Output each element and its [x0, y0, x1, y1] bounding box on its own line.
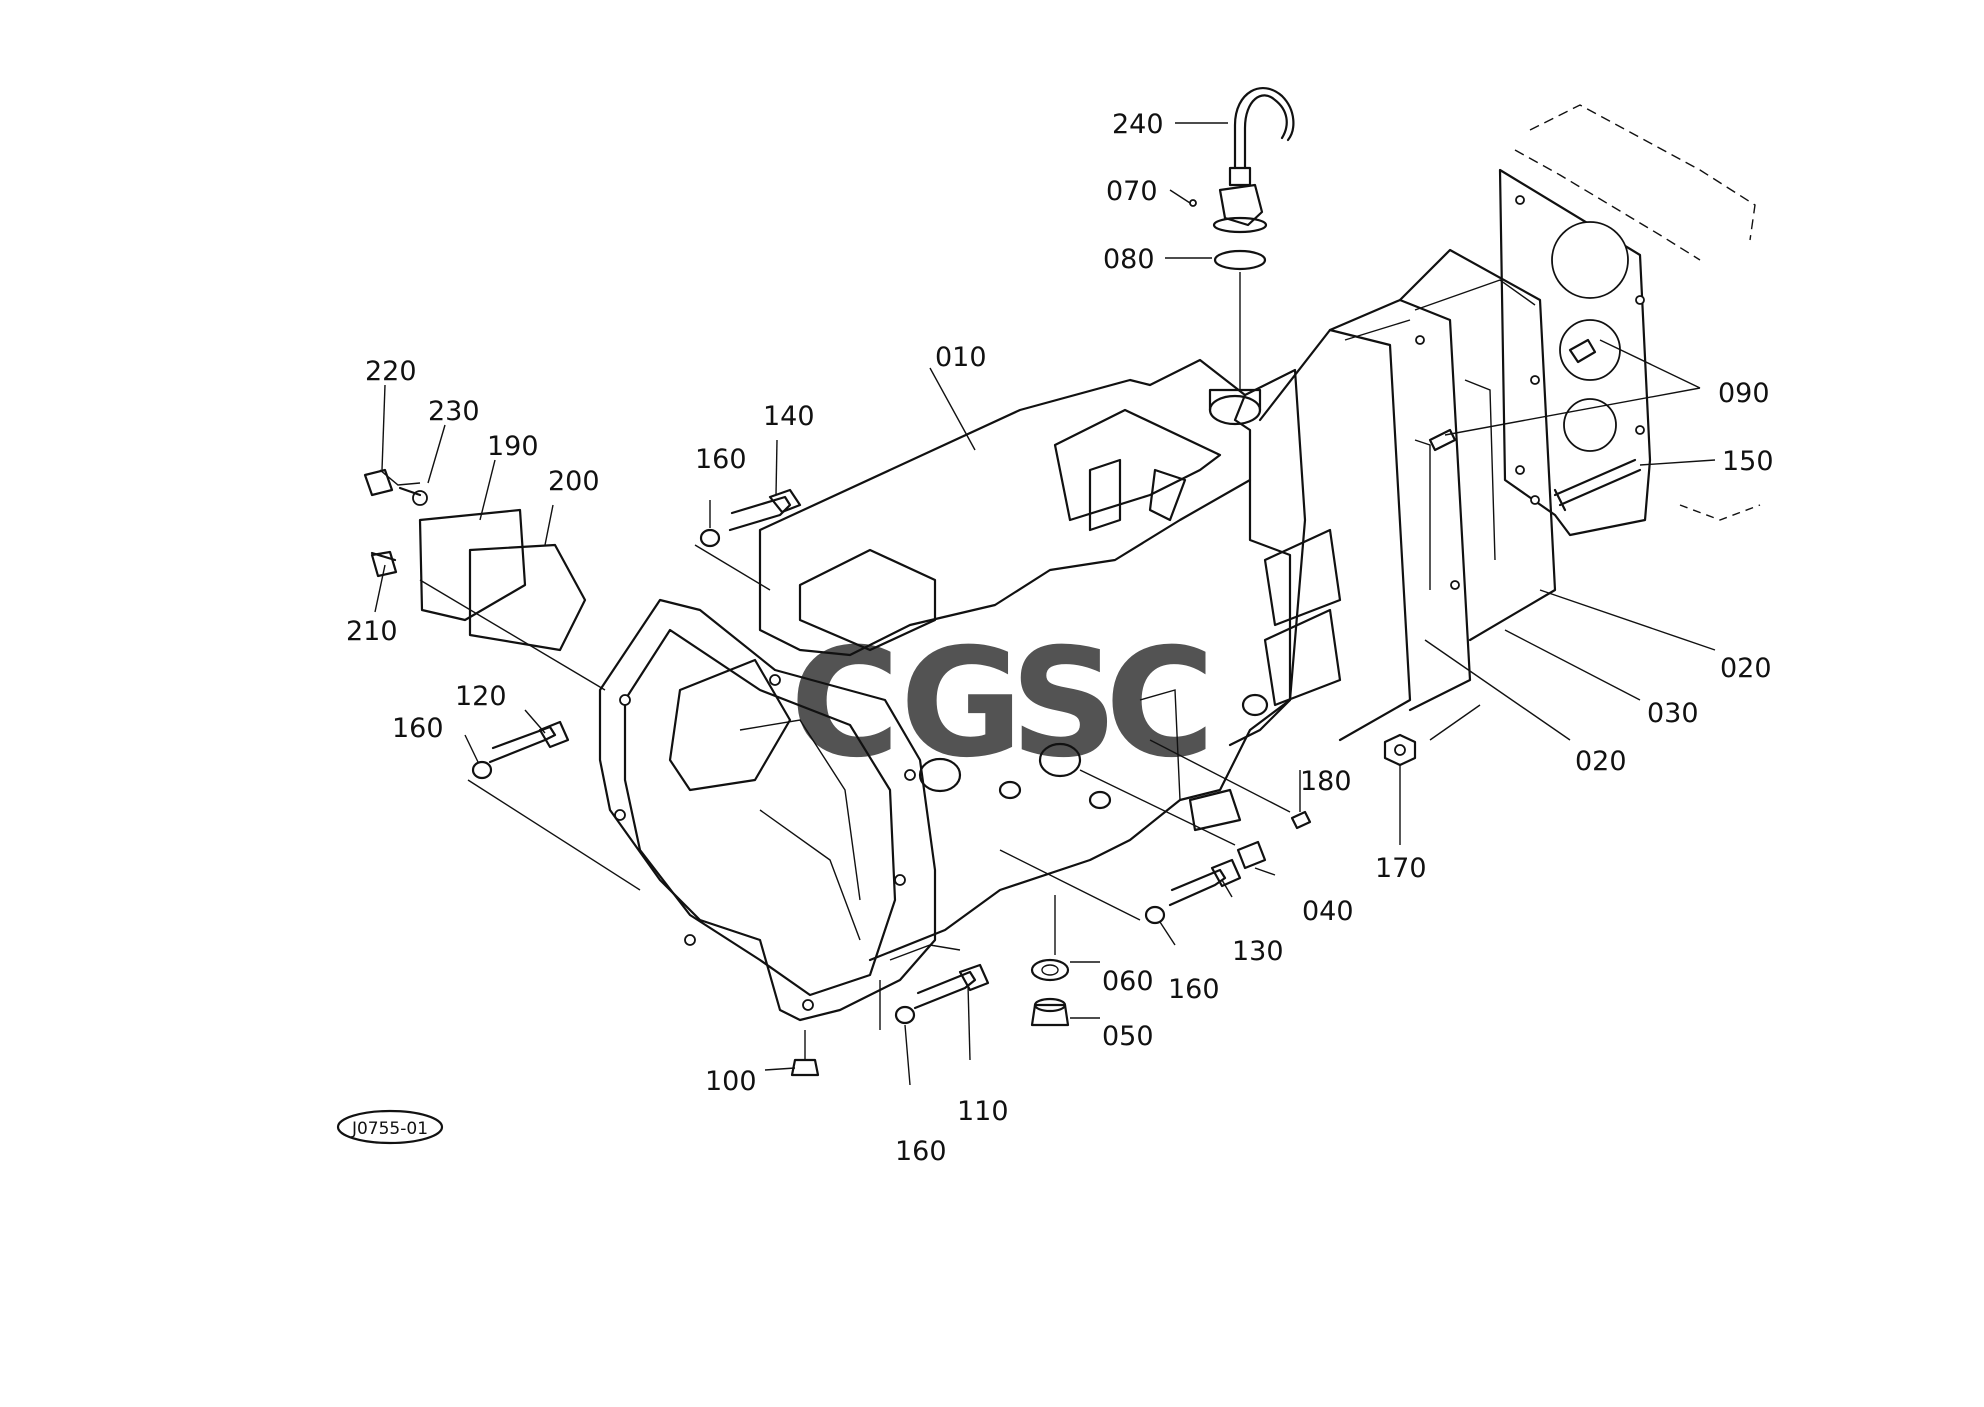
- drawing-code-badge: J0755-01: [336, 1109, 444, 1145]
- part-label-080: 080: [1103, 244, 1155, 275]
- part-label-110: 110: [957, 1096, 1009, 1127]
- watermark-letter-2: G: [900, 617, 1023, 791]
- watermark: C G S C: [790, 617, 1215, 791]
- part-label-070: 070: [1106, 176, 1158, 207]
- part-label-130: 130: [1232, 936, 1284, 967]
- part-label-200: 200: [548, 466, 600, 497]
- part-label-160-a: 160: [695, 444, 747, 475]
- fasteners: [370, 338, 1642, 1077]
- inspection-covers: [363, 468, 606, 691]
- part-label-010: 010: [935, 342, 987, 373]
- leader-lines: [374, 122, 1716, 1086]
- part-label-220: 220: [365, 356, 417, 387]
- part-label-090: 090: [1718, 378, 1770, 409]
- oil-filler-assembly: [1189, 86, 1295, 390]
- part-label-240: 240: [1112, 109, 1164, 140]
- part-label-040: 040: [1302, 896, 1354, 927]
- part-label-230: 230: [428, 396, 480, 427]
- drawing-code: J0755-01: [351, 1119, 428, 1139]
- part-label-140: 140: [763, 401, 815, 432]
- engine-flange-outline: [1498, 104, 1761, 537]
- part-label-160-d: 160: [1168, 974, 1220, 1005]
- part-label-060: 060: [1102, 966, 1154, 997]
- part-label-180: 180: [1300, 766, 1352, 797]
- part-label-050: 050: [1102, 1021, 1154, 1052]
- watermark-letter-3: S: [1010, 617, 1118, 791]
- part-label-170: 170: [1375, 853, 1427, 884]
- part-label-120: 120: [455, 681, 507, 712]
- part-label-020-a: 020: [1720, 653, 1772, 684]
- watermark-letter-1: C: [790, 617, 900, 791]
- part-label-150: 150: [1722, 446, 1774, 477]
- part-label-100: 100: [705, 1066, 757, 1097]
- transmission-case: [598, 248, 1557, 1022]
- part-label-210: 210: [346, 616, 398, 647]
- part-label-160-c: 160: [895, 1136, 947, 1167]
- part-label-020-b: 020: [1575, 746, 1627, 777]
- gasket-and-covers: [1414, 335, 1540, 590]
- part-label-190: 190: [487, 431, 539, 462]
- part-label-030: 030: [1647, 698, 1699, 729]
- part-labels: 240 070 080 010 090 150 020 030 020 180 …: [346, 109, 1774, 1167]
- watermark-letter-4: C: [1105, 617, 1215, 791]
- part-label-160-b: 160: [392, 713, 444, 744]
